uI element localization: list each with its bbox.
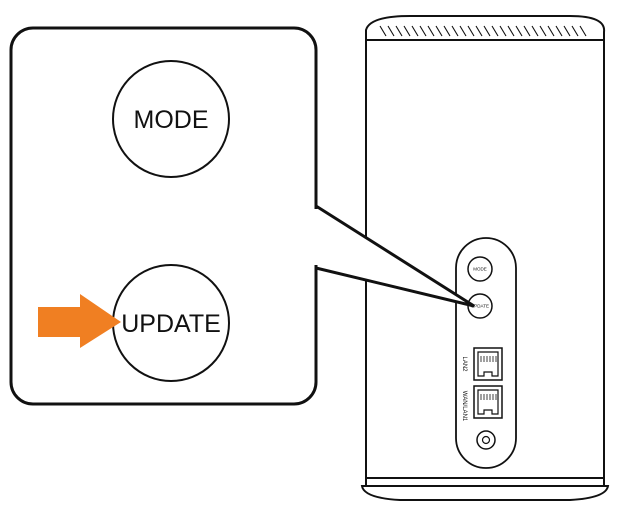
update-button-label: UPDATE xyxy=(121,310,221,338)
svg-text:MODE: MODE xyxy=(473,267,487,272)
router-top-vents xyxy=(379,25,587,37)
lan2-port-label: LAN2 xyxy=(461,356,467,372)
svg-text:UPDATE: UPDATE xyxy=(471,304,489,309)
callout-leader xyxy=(315,204,475,308)
update-button[interactable]: UPDATE xyxy=(112,264,230,382)
mode-button-label: MODE xyxy=(134,106,209,134)
power-socket-icon[interactable] xyxy=(476,430,496,450)
router-foot xyxy=(360,485,610,501)
mode-button[interactable]: MODE xyxy=(112,60,230,178)
wan-lan1-port[interactable] xyxy=(473,385,503,419)
router-device: MODE UPDATE LAN2 xyxy=(360,15,610,501)
device-mode-button[interactable]: MODE xyxy=(467,256,493,282)
wan-lan1-port-label: WAN/LAN1 xyxy=(461,391,467,422)
lan2-port[interactable] xyxy=(473,347,503,381)
right-arrow-icon xyxy=(38,294,121,348)
